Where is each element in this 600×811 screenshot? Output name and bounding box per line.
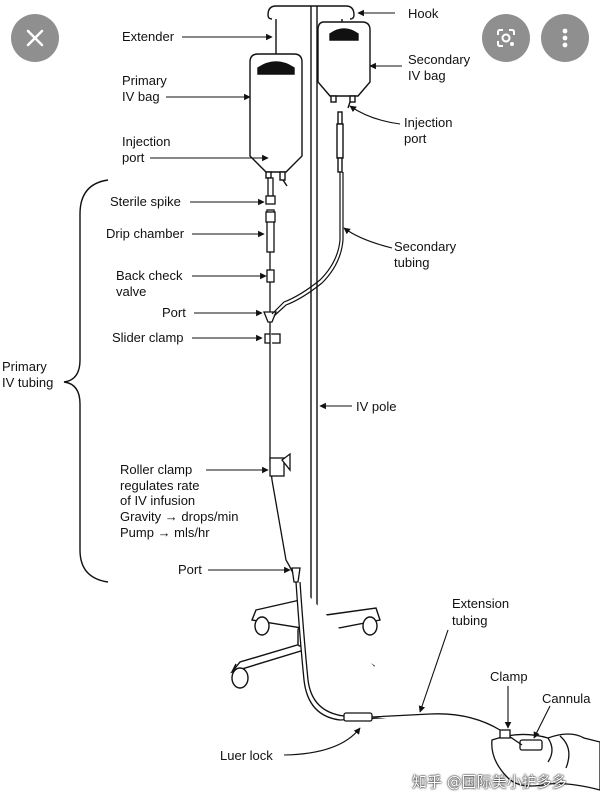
label-primary-tubing-line2: IV tubing [2,375,53,390]
label-injection-port-right-line2: port [404,131,427,146]
label-injection-port-left-line1: Injection [122,134,170,149]
label-cannula: Cannula [542,691,591,706]
label-extension-tubing-line2: tubing [452,613,487,628]
label-roller-clamp-line5: Pump → mls/hr [120,525,210,540]
more-options-button[interactable] [541,14,589,62]
secondary-tubing [271,172,344,317]
primary-tubing-brace [63,179,109,583]
label-roller-clamp-line3: of IV infusion [120,493,195,508]
secondary-iv-bag [317,21,371,173]
label-secondary-tubing-line2: tubing [394,255,429,270]
label-roller-clamp-line1: Roller clamp [120,462,192,477]
more-vertical-icon [562,28,568,48]
label-primary-tubing-line1: Primary [2,359,47,374]
watermark: 知乎 @国际美小护多多 [412,773,567,791]
label-port-upper: Port [162,305,186,320]
label-secondary-bag-line2: IV bag [408,68,446,83]
leader-lines [150,9,551,756]
label-drip-chamber: Drip chamber [106,226,185,241]
label-roller-clamp-line4: Gravity → drops/min [120,509,238,524]
label-injection-port-left-line2: port [122,150,145,165]
close-icon [26,29,44,47]
labels: Hook Extender Primary IV bag Secondary I… [2,6,591,763]
label-luer-lock: Luer lock [220,748,273,763]
label-sterile-spike: Sterile spike [110,194,181,209]
iv-pole [310,6,318,640]
lens-search-button[interactable] [482,14,530,62]
primary-iv-bag [249,53,303,187]
label-slider-clamp: Slider clamp [112,330,184,345]
label-primary-bag-line2: IV bag [122,89,160,104]
lens-search-icon [497,29,515,47]
label-roller-clamp-line2: regulates rate [120,478,200,493]
label-back-check-line1: Back check [116,268,183,283]
label-secondary-tubing-line1: Secondary [394,239,457,254]
primary-tubing [263,177,501,731]
label-injection-port-right-line1: Injection [404,115,452,130]
label-clamp: Clamp [490,669,528,684]
label-iv-pole: IV pole [356,399,396,414]
label-port-lower: Port [178,562,202,577]
hand [491,729,600,791]
close-button[interactable] [11,14,59,62]
label-secondary-bag-line1: Secondary [408,52,471,67]
label-extender: Extender [122,29,175,44]
label-back-check-line2: valve [116,284,146,299]
label-hook: Hook [408,6,439,21]
label-primary-bag-line1: Primary [122,73,167,88]
label-extension-tubing-line1: Extension [452,596,509,611]
